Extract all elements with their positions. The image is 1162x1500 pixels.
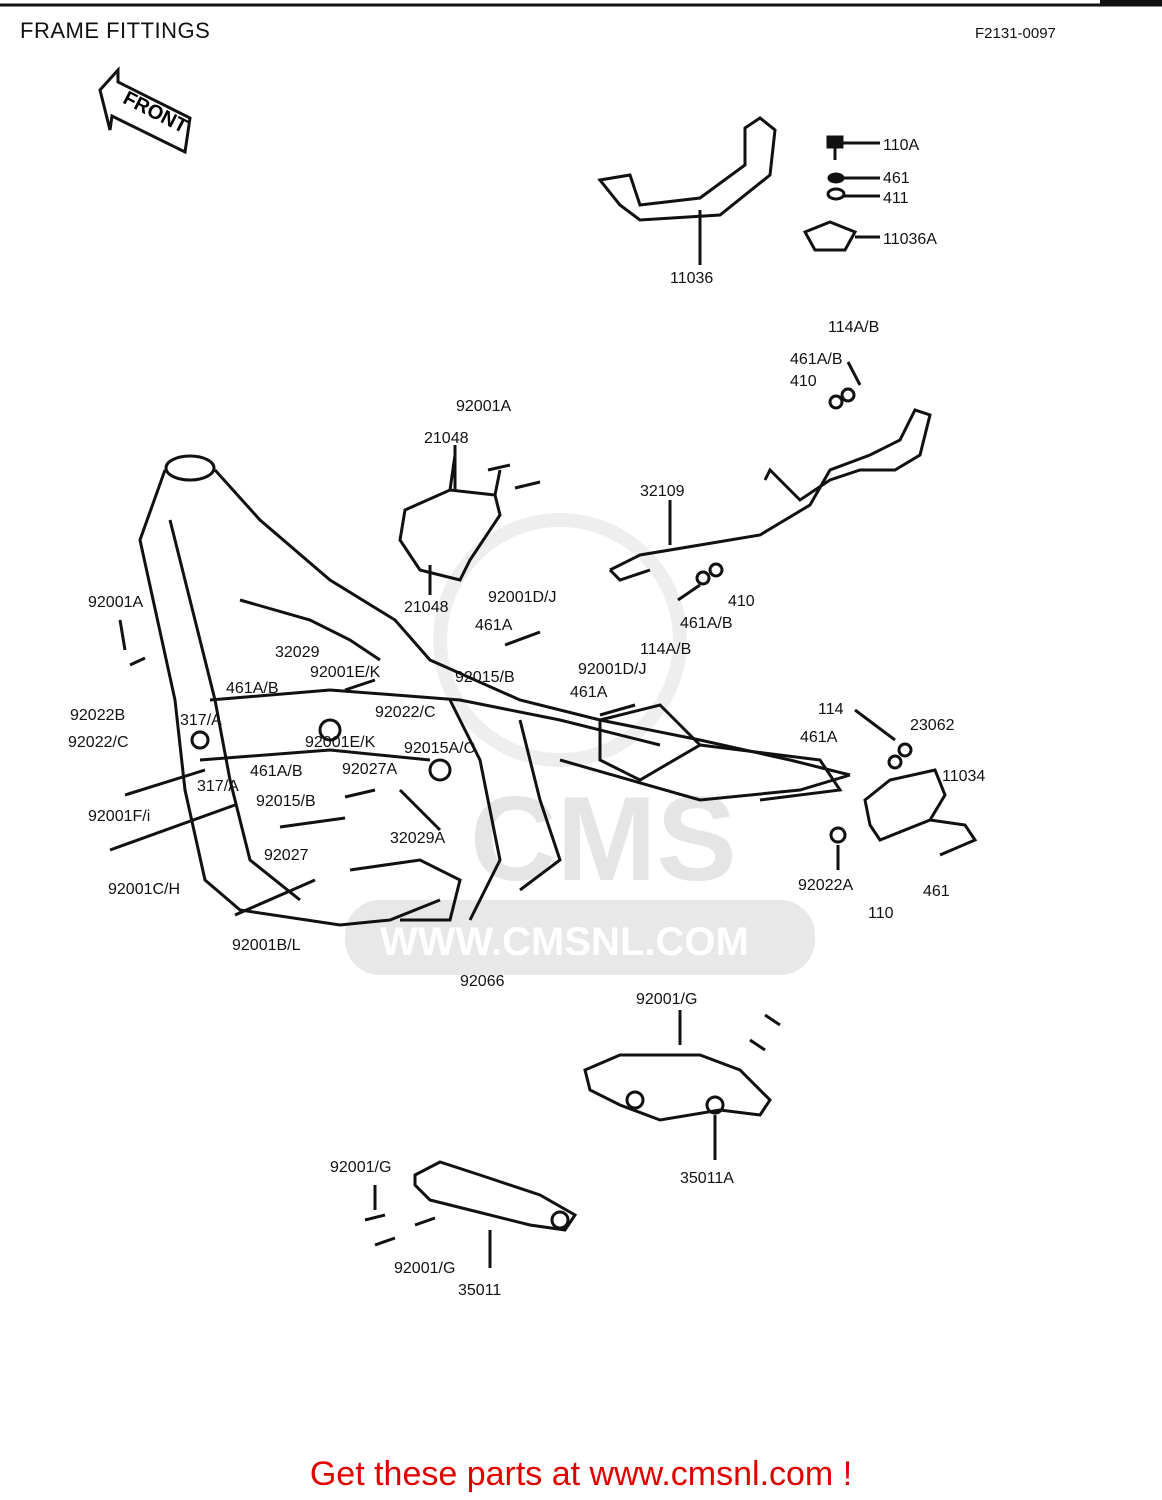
callout-92015b-2: 92015/B	[256, 793, 316, 810]
footer-link[interactable]: Get these parts at www.cmsnl.com !	[309, 1455, 853, 1493]
frame-bolts-icon	[109, 619, 636, 917]
footrest-bracket-35011-icon	[364, 1160, 578, 1268]
callout-114: 114	[818, 701, 844, 718]
watermark: CMS WWW.CMSNL.COM	[345, 513, 815, 975]
callout-35011: 35011	[458, 1282, 501, 1299]
page-title: FRAME FITTINGS	[20, 18, 211, 43]
watermark-logo: CMS	[470, 772, 737, 906]
callout-32029a: 32029A	[390, 830, 445, 847]
callout-92001ch: 92001C/H	[108, 881, 180, 898]
footrest-bracket-35011a-icon	[583, 1010, 781, 1160]
callout-114ab-top: 114A/B	[828, 319, 879, 336]
top-rule	[0, 0, 1162, 7]
callout-92001a-left: 92001A	[88, 594, 143, 611]
callout-317a-1: 317/A	[180, 712, 222, 729]
front-arrow-icon: FRONT	[98, 66, 192, 155]
callout-92001bl: 92001B/L	[232, 937, 301, 954]
callout-labels: 110A 461 411 11036A 11036 114A/B 461A/B …	[68, 137, 985, 1299]
battery-bracket-icon	[597, 116, 777, 265]
callout-461-right: 461	[923, 883, 950, 900]
grab-rail-icon	[608, 361, 932, 602]
callout-92022c-2: 92022/C	[68, 734, 129, 751]
callout-21048-top: 21048	[424, 430, 469, 447]
callout-92027: 92027	[264, 847, 309, 864]
callout-110: 110	[868, 905, 894, 922]
callout-92015b-1: 92015/B	[455, 669, 515, 686]
callout-11036: 11036	[670, 270, 713, 287]
parts-diagram: CMS WWW.CMSNL.COM FRONT	[68, 66, 985, 1299]
bracket-11034-icon	[829, 708, 978, 870]
callout-110a: 110A	[883, 137, 920, 154]
callout-92022a: 92022A	[798, 877, 853, 894]
callout-461ab-top: 461A/B	[790, 351, 842, 368]
figure-code: F2131-0097	[975, 25, 1056, 42]
callout-92001dj-1: 92001D/J	[488, 589, 557, 606]
callout-461: 461	[883, 170, 910, 187]
callout-11034: 11034	[942, 768, 985, 785]
callout-92066: 92066	[460, 973, 505, 990]
callout-92022c-1: 92022/C	[375, 704, 436, 721]
callout-317a-2: 317/A	[197, 778, 239, 795]
callout-410-top: 410	[790, 373, 817, 390]
callout-35011a: 35011A	[680, 1170, 734, 1187]
callout-32029: 32029	[275, 644, 320, 661]
callout-92001g-2: 92001/G	[330, 1159, 391, 1176]
callout-92001dj-2: 92001D/J	[578, 661, 647, 678]
callout-23062: 23062	[910, 717, 955, 734]
callout-92001ek-2: 92001E/K	[305, 734, 376, 751]
callout-92015ac: 92015A/C	[404, 740, 475, 757]
callout-92001ek-1: 92001E/K	[310, 664, 381, 681]
callout-461a-1: 461A	[475, 617, 513, 634]
callout-461ab-mid: 461A/B	[680, 615, 732, 632]
bolt-110a-icon	[802, 135, 880, 252]
frame-icon	[138, 454, 851, 927]
callout-92027a: 92027A	[342, 761, 397, 778]
callout-461a-3: 461A	[800, 729, 838, 746]
bracket-21048-icon	[398, 445, 541, 595]
callout-410-mid: 410	[728, 593, 755, 610]
callout-411: 411	[883, 190, 909, 207]
callout-92022b: 92022B	[70, 707, 125, 724]
callout-461ab-1: 461A/B	[226, 680, 278, 697]
callout-92001g-1: 92001/G	[636, 991, 697, 1008]
callout-92001fi: 92001F/i	[88, 808, 150, 825]
callout-461ab-2: 461A/B	[250, 763, 302, 780]
callout-114ab-mid: 114A/B	[640, 641, 691, 658]
callout-92001g-3: 92001/G	[394, 1260, 455, 1277]
callout-32109: 32109	[640, 483, 685, 500]
callout-92001a-top: 92001A	[456, 398, 511, 415]
watermark-url: WWW.CMSNL.COM	[380, 920, 749, 964]
callout-21048-bottom: 21048	[404, 599, 449, 616]
callout-11036a: 11036A	[883, 231, 937, 248]
callout-461a-2: 461A	[570, 684, 608, 701]
